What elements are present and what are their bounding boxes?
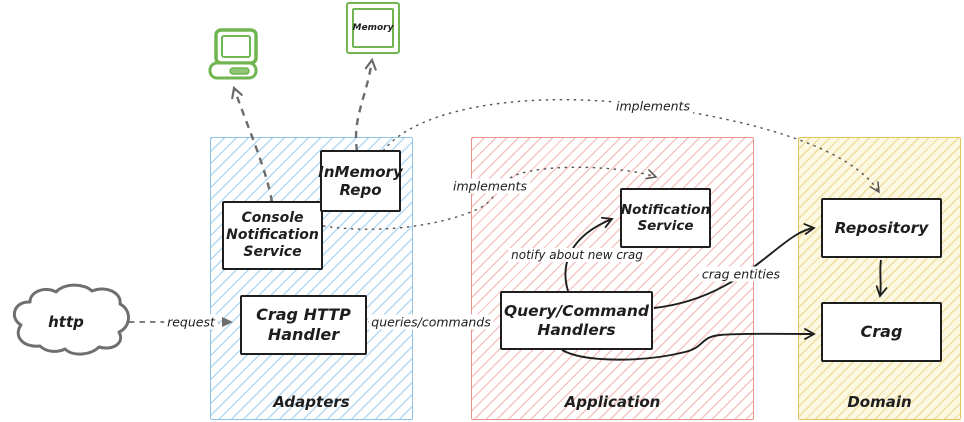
edge-label-crag-entities: crag entities (698, 266, 784, 282)
edge-label-request: request (164, 314, 218, 330)
region-adapters-label: Adapters (273, 393, 350, 411)
region-domain-label: Domain (847, 393, 912, 411)
node-repository: Repository (821, 198, 942, 258)
region-domain: Domain (798, 137, 961, 420)
edge-label-implements-notification: implements (450, 178, 530, 194)
node-crag: Crag (821, 302, 942, 362)
node-console-notification-service: Console Notification Service (222, 201, 323, 270)
memory-icon: Memory (346, 2, 400, 54)
node-inmemory-repo: InMemory Repo (318, 150, 403, 212)
region-application-label: Application (564, 393, 661, 411)
node-crag-http-handler: Crag HTTP Handler (240, 295, 367, 355)
computer-icon (207, 27, 261, 83)
edge-label-implements-repository: implements (613, 98, 693, 114)
edge-label-notify: notify about new crag (508, 248, 646, 262)
node-query-command-handlers: Query/Command Handlers (500, 291, 653, 350)
node-notification-service: Notification Service (620, 188, 711, 248)
http-cloud-label: http (48, 313, 84, 331)
memory-icon-label: Memory (352, 8, 394, 48)
edge-label-queries-commands: queries/commands (368, 314, 494, 330)
